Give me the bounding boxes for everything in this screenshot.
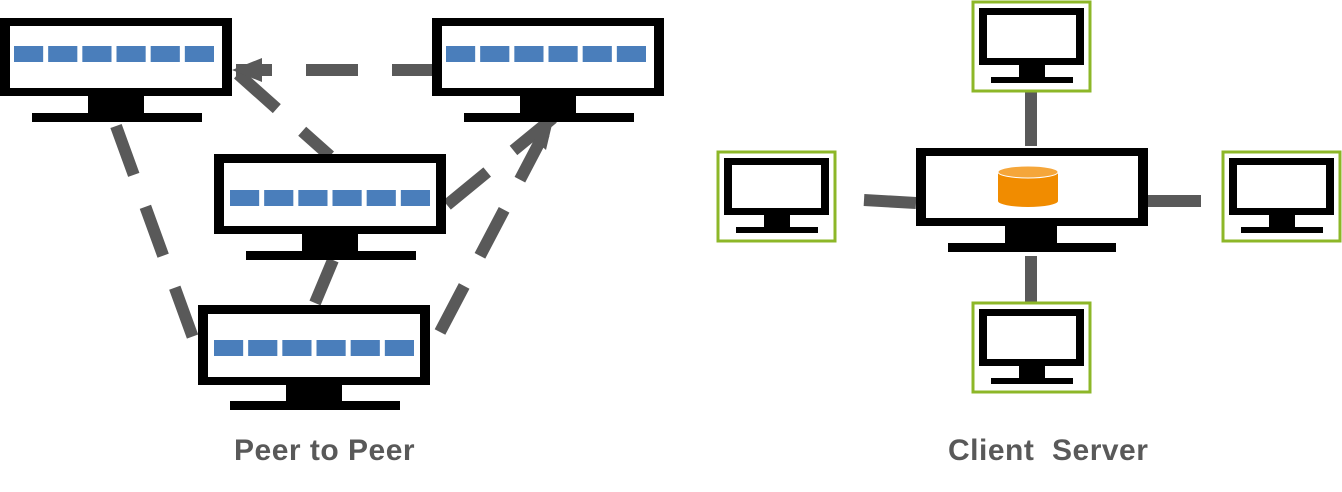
connection-server-left: [863, 194, 917, 209]
client-computer-top: [971, 0, 1092, 93]
peer-block: [480, 46, 510, 62]
connection-peer-center-bottom: [309, 257, 339, 306]
peer-block: [400, 190, 430, 206]
peer-block: [446, 46, 476, 62]
peer-block: [264, 190, 294, 206]
peer-to-peer-caption: Peer to Peer: [234, 434, 416, 467]
client-computer-right: [1221, 150, 1342, 243]
peer-block: [214, 340, 244, 356]
peer-block: [514, 46, 544, 62]
peer-computer-top-left: [0, 18, 232, 122]
peer-computer-bottom: [198, 305, 430, 410]
peer-block: [582, 46, 612, 62]
peer-block: [384, 340, 414, 356]
arrowhead-up-right: [528, 116, 554, 150]
peer-block: [14, 46, 44, 62]
peer-block: [184, 46, 214, 62]
client-computer-left: [716, 150, 837, 243]
peer-block: [230, 190, 260, 206]
peer-computer-center: [214, 154, 446, 260]
arrowhead-left: [232, 58, 262, 82]
peer-block: [248, 340, 278, 356]
peer-block: [150, 46, 180, 62]
peer-block: [332, 190, 362, 206]
peer-block: [366, 190, 396, 206]
peer-block: [282, 340, 312, 356]
client-server-caption: Client Server: [948, 434, 1149, 467]
connection-peer-bottom-topright: [434, 125, 553, 335]
peer-block: [82, 46, 112, 62]
peer-computer-top-right: [432, 18, 664, 122]
peer-block: [298, 190, 328, 206]
peer-block: [548, 46, 578, 62]
client-server-connections: [863, 92, 1201, 304]
database-icon: [997, 165, 1059, 207]
peer-block: [48, 46, 78, 62]
connection-peer-topleft-center: [234, 69, 334, 161]
peer-block: [116, 46, 146, 62]
peer-block: [316, 340, 346, 356]
peer-block: [616, 46, 646, 62]
peer-block: [350, 340, 380, 356]
client-computer-bottom: [971, 301, 1092, 394]
server-computer: [916, 148, 1148, 252]
connection-peer-topleft-bottom: [110, 123, 202, 349]
